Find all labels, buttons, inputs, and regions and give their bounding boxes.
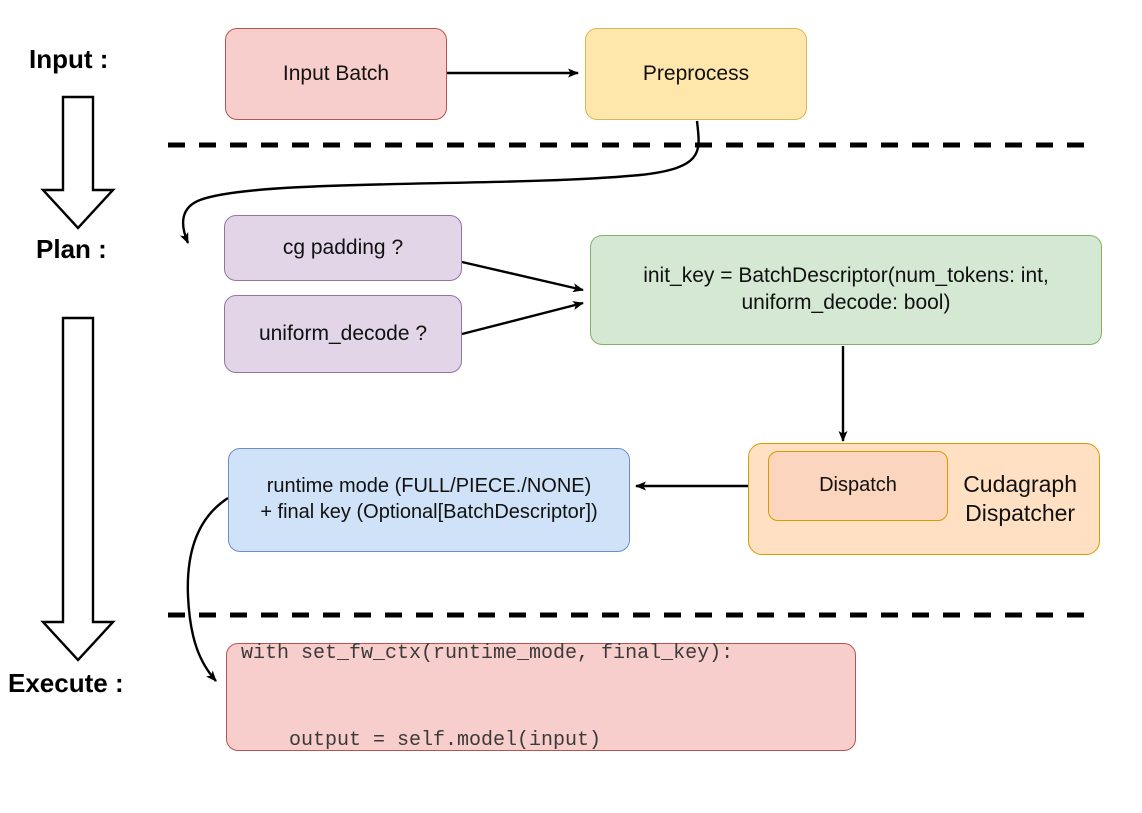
node-dispatch[interactable]: Dispatch <box>768 451 948 521</box>
edge-runtime-to-code <box>186 496 229 682</box>
node-dispatch-label: Dispatch <box>819 474 897 497</box>
edge-uniform-decode-to-init-key <box>461 301 584 336</box>
stage-label-execute: Execute : <box>8 668 124 698</box>
node-code-block-line2: output = self.model(input) <box>241 729 602 752</box>
node-runtime-mode-line1: runtime mode (FULL/PIECE./NONE) <box>266 475 592 498</box>
node-cg-padding-label: cg padding ? <box>282 235 404 259</box>
node-preprocess[interactable]: Preprocess <box>585 28 807 120</box>
node-runtime-mode-line2: + final key (Optional[BatchDescriptor]) <box>260 501 598 523</box>
node-uniform-decode-label: uniform_decode ? <box>258 321 428 345</box>
node-code-block[interactable]: with set_fw_ctx(runtime_mode, final_key)… <box>226 642 856 752</box>
stage-arrow-plan-to-execute <box>40 316 116 662</box>
stage-arrow-input-to-plan <box>40 95 116 230</box>
node-code-block-line1: with set_fw_ctx(runtime_mode, final_key)… <box>241 642 734 665</box>
node-init-key[interactable]: init_key = BatchDescriptor(num_tokens: i… <box>590 235 1102 345</box>
node-uniform-decode[interactable]: uniform_decode ? <box>224 295 462 373</box>
node-input-batch[interactable]: Input Batch <box>225 28 447 120</box>
node-cudagraph-dispatcher-line2: Dispatcher <box>965 500 1076 526</box>
node-preprocess-label: Preprocess <box>642 61 750 85</box>
node-init-key-line1: init_key = BatchDescriptor(num_tokens: i… <box>643 264 1049 288</box>
edge-cg-padding-to-init-key <box>461 260 584 293</box>
stage-label-plan: Plan : <box>36 234 107 264</box>
diagram-canvas: Input : Plan : Execute : Input Batch Pre… <box>8 28 1102 752</box>
node-runtime-mode[interactable]: runtime mode (FULL/PIECE./NONE) + final … <box>228 448 630 552</box>
stage-label-input: Input : <box>29 44 109 74</box>
node-cg-padding[interactable]: cg padding ? <box>224 215 462 281</box>
node-init-key-line2: uniform_decode: bool) <box>741 291 951 314</box>
node-cudagraph-dispatcher-line1: Cudagraph <box>963 470 1077 497</box>
node-input-batch-label: Input Batch <box>282 61 390 85</box>
